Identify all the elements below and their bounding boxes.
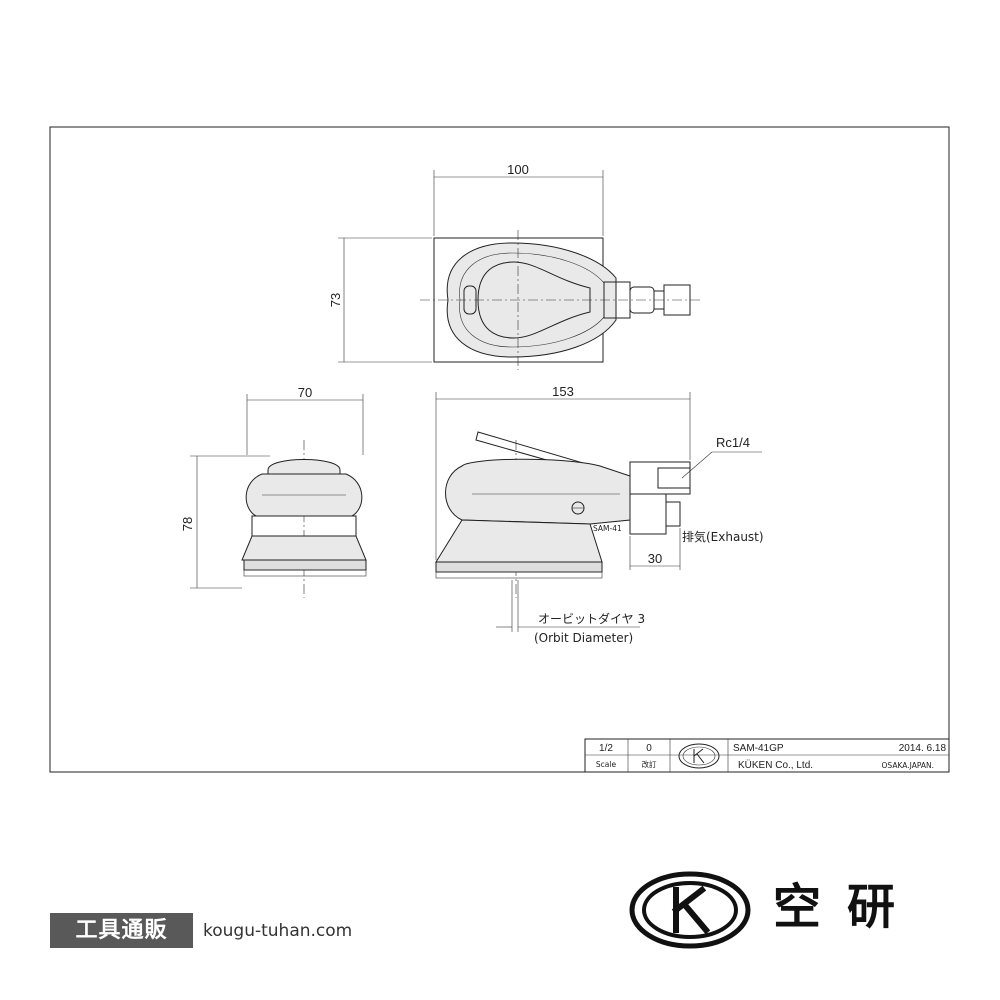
label-exhaust: 排気(Exhaust) bbox=[682, 529, 764, 544]
side-view-base bbox=[435, 519, 603, 563]
tb-revision-value: 0 bbox=[646, 743, 652, 754]
tb-company: KÜKEN Co., Ltd. bbox=[738, 759, 813, 771]
tb-logo-icon bbox=[678, 743, 720, 769]
front-view-base bbox=[241, 535, 367, 561]
dim-exhaust-offset: 30 bbox=[648, 551, 662, 566]
front-view-pad bbox=[243, 559, 367, 571]
brand-name: 空研 bbox=[773, 879, 922, 935]
footer-shop-badge: 工具通販 bbox=[50, 913, 193, 948]
tb-model: SAM-41GP bbox=[733, 743, 784, 754]
side-view-marking: SAM-41 bbox=[593, 524, 622, 533]
front-view: 70 78 bbox=[180, 385, 367, 598]
dim-side-length: 153 bbox=[552, 384, 574, 399]
side-view: SAM-41 153 Rc1/4 排気(Exhaust) 30 オービットダイヤ… bbox=[435, 384, 764, 645]
top-view: 100 73 bbox=[328, 162, 700, 370]
label-orbit-ja: オービットダイヤ 3 bbox=[538, 611, 645, 626]
front-view-sandpaper bbox=[243, 569, 367, 577]
side-view-sandpaper bbox=[435, 571, 603, 579]
kuken-logo-icon bbox=[629, 871, 751, 949]
side-view-inlet-nut bbox=[657, 467, 691, 489]
sheet-border bbox=[49, 126, 950, 773]
dim-front-height: 78 bbox=[180, 517, 195, 531]
dim-top-width: 100 bbox=[507, 162, 529, 177]
front-view-cap bbox=[267, 459, 341, 475]
side-view-inlet-valve bbox=[629, 461, 691, 495]
tb-date: 2014. 6.18 bbox=[899, 743, 947, 754]
label-inlet-thread: Rc1/4 bbox=[716, 435, 750, 450]
title-block-frame bbox=[584, 738, 950, 773]
side-view-pad bbox=[435, 561, 603, 573]
dim-front-width: 70 bbox=[298, 385, 312, 400]
tb-scale-value: 1/2 bbox=[599, 743, 613, 754]
side-view-body bbox=[445, 458, 631, 525]
tb-scale-label: Scale bbox=[596, 760, 617, 769]
dim-top-height: 73 bbox=[328, 293, 343, 307]
title-block: 1/2 Scale 0 改訂 SAM-41GP 2014. 6.18 KÜKEN… bbox=[584, 738, 950, 773]
tb-revision-label: 改訂 bbox=[642, 759, 657, 769]
side-view-exhaust-block bbox=[629, 493, 667, 535]
tb-location: OSAKA.JAPAN. bbox=[882, 761, 934, 770]
side-view-exhaust-fitting bbox=[665, 501, 681, 527]
footer-shop-url[interactable]: kougu-tuhan.com bbox=[203, 921, 353, 941]
label-orbit-en: (Orbit Diameter) bbox=[534, 631, 633, 645]
leader-inlet bbox=[681, 451, 713, 479]
